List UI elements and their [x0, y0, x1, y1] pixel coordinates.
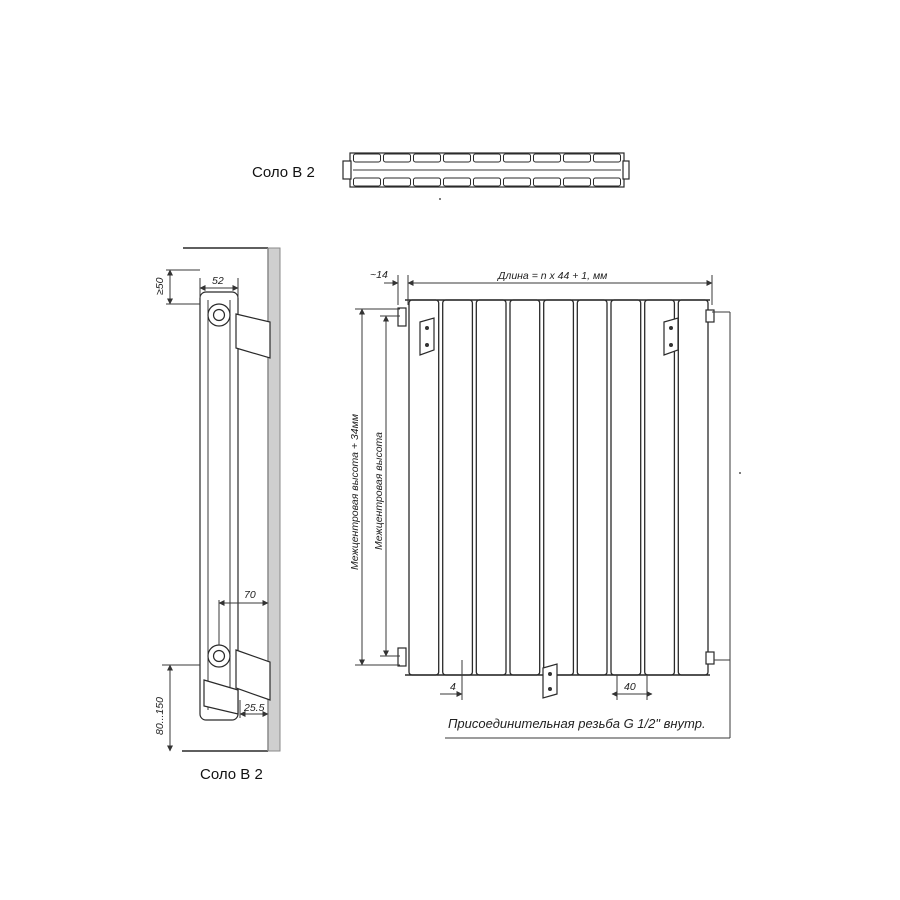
nipple-top-left — [397, 307, 407, 327]
dim-top-clearance-text: ≥50 — [154, 277, 166, 295]
front-bracket-left-screw2 — [425, 343, 429, 347]
top-section-tube — [563, 177, 591, 187]
top-section-tube — [383, 177, 411, 187]
dim-40-text: 40 — [624, 681, 636, 693]
top-section-tube — [473, 153, 501, 163]
top-section-tube — [593, 177, 621, 187]
front-view-sections — [408, 299, 709, 676]
front-section — [509, 299, 541, 676]
front-bracket-right-screw1 — [669, 326, 673, 330]
front-section — [408, 299, 440, 676]
top-section-tube — [353, 153, 381, 163]
side-profile-outer — [199, 291, 239, 721]
front-view: ~14 Длина = n x 44 + 1, мм Межцентровая … — [349, 269, 731, 739]
upper-bracket — [235, 313, 271, 359]
front-bracket-bottom — [542, 663, 558, 699]
top-section-tube — [413, 177, 441, 187]
top-view-sections — [353, 153, 621, 187]
top-section-tube — [353, 177, 381, 187]
front-bracket-bottom-screw1 — [548, 672, 552, 676]
lower-bracket-foot — [203, 679, 239, 715]
top-section-tube — [443, 177, 471, 187]
top-section-tube — [593, 153, 621, 163]
top-section-tube — [533, 177, 561, 187]
top-section-tube — [503, 153, 531, 163]
front-section — [644, 299, 676, 676]
front-bracket-right-screw2 — [669, 343, 673, 347]
nipple-bottom-left — [397, 647, 407, 667]
top-section-tube — [443, 153, 471, 163]
upper-collector-inner — [212, 308, 226, 322]
top-section-tube — [503, 177, 531, 187]
dim-depth-text: 52 — [212, 275, 224, 287]
dim-25-text: 25.5 — [243, 702, 265, 714]
front-bracket-left — [419, 317, 435, 356]
top-view-left-plug — [342, 160, 352, 180]
side-view-label: Соло В 2 — [200, 766, 263, 783]
dim-floor-text: 80...150 — [154, 697, 166, 735]
dim-h-inner-text: Межцентровая высота — [373, 432, 385, 550]
side-view: ≥50 52 70 25.5 80...150 Соло В 2 — [154, 247, 281, 783]
front-section — [610, 299, 642, 676]
front-bracket-right — [663, 317, 679, 356]
front-bracket-left-screw1 — [425, 326, 429, 330]
nipple-bottom-right — [705, 651, 715, 665]
front-section — [475, 299, 507, 676]
front-bracket-bottom-screw2 — [548, 687, 552, 691]
dim-4-text: 4 — [450, 681, 456, 693]
front-section — [543, 299, 575, 676]
top-section-tube — [413, 153, 441, 163]
connection-thread-note: Присоединительная резьба G 1/2" внутр. — [448, 716, 706, 731]
dim-length-text: Длина = n x 44 + 1, мм — [497, 270, 607, 282]
front-section — [442, 299, 474, 676]
front-section — [677, 299, 709, 676]
stray-dot-1 — [439, 198, 441, 200]
dim-h-outer-text: Межцентровая высота + 34мм — [349, 414, 361, 570]
nipple-top-right — [705, 309, 715, 323]
dim-70-text: 70 — [244, 589, 256, 601]
top-view: Соло В 2 — [252, 152, 630, 188]
top-section-tube — [563, 153, 591, 163]
top-section-tube — [383, 153, 411, 163]
dim-14-text: ~14 — [370, 269, 388, 281]
lower-collector-inner — [212, 649, 226, 663]
stray-dot-2 — [739, 472, 741, 474]
lower-bracket — [235, 649, 271, 701]
top-section-tube — [473, 177, 501, 187]
top-section-tube — [533, 153, 561, 163]
front-section — [576, 299, 608, 676]
top-view-label: Соло В 2 — [252, 164, 315, 181]
top-view-right-plug — [622, 160, 630, 180]
